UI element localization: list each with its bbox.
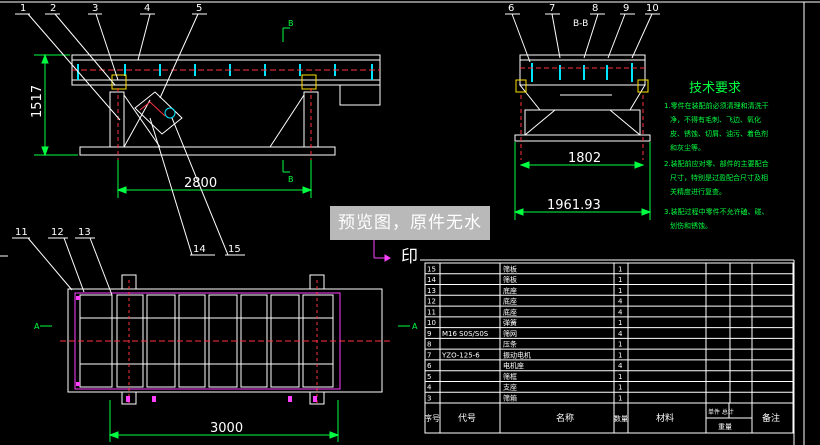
bom-header-code: 代号 xyxy=(458,413,476,424)
balloon-8: 8 xyxy=(592,3,598,14)
balloon-10: 10 xyxy=(646,3,659,14)
bom-cell-qty: 1 xyxy=(618,341,622,349)
balloon-12: 12 xyxy=(51,227,64,238)
bom-cell-code: M16 S0S/S0S xyxy=(442,330,489,338)
dim-width-side-total: 1961.93 xyxy=(547,198,601,213)
bom-cell-qty: 1 xyxy=(618,384,622,392)
dim-width-front: 2800 xyxy=(184,176,217,191)
plan-view xyxy=(40,274,410,442)
balloon-labels: 1 2 3 4 5 6 7 8 9 10 11 12 13 14 15 xyxy=(15,3,659,255)
bom-cell-qty: 1 xyxy=(618,395,622,403)
bom-cell-no: 5 xyxy=(427,373,431,381)
bom-cell-no: 14 xyxy=(427,276,436,284)
bom-cell-qty: 1 xyxy=(618,276,622,284)
tech-req-line: 3.装配过程中零件不允许磕、碰、 xyxy=(664,207,769,216)
bom-cell-name: 电机座 xyxy=(503,361,524,370)
bom-header-note: 备注 xyxy=(762,412,780,424)
tech-req-line: 和灰尘等。 xyxy=(670,143,705,152)
bom-cell-qty: 1 xyxy=(618,319,622,327)
bom-cell-name: 筛板 xyxy=(503,275,517,284)
dim-width-side: 1802 xyxy=(568,151,601,166)
bom-header-weight-label: 重量 xyxy=(718,423,732,431)
bom-cell-no: 9 xyxy=(427,330,431,338)
dim-height: 1517 xyxy=(30,85,45,118)
bom-cell-name: 压条 xyxy=(503,340,517,349)
bom-cell-no: 4 xyxy=(427,384,432,392)
bom-cell-name: 筛框 xyxy=(503,372,517,381)
balloon-15: 15 xyxy=(228,244,241,255)
bom-cell-qty: 4 xyxy=(618,308,623,316)
bom-cell-no: 10 xyxy=(427,319,436,327)
bom-cell-name: 筛网 xyxy=(503,329,517,338)
ucs-icon xyxy=(373,240,391,262)
bom-cell-name: 底座 xyxy=(503,286,517,295)
section-b-top: B xyxy=(288,19,294,28)
side-view xyxy=(513,54,652,220)
bom-cell-qty: 4 xyxy=(618,298,623,306)
bom-header-material: 材料 xyxy=(656,412,674,424)
bom-cell-no: 3 xyxy=(427,395,431,403)
bom-cell-no: 13 xyxy=(427,287,436,295)
balloon-1: 1 xyxy=(20,3,26,14)
balloon-5: 5 xyxy=(196,3,202,14)
tech-req-line: 划伤和锈蚀。 xyxy=(670,221,712,230)
bom-cell-name: 底座 xyxy=(503,297,517,306)
section-bb-label: B-B xyxy=(573,19,588,29)
preview-watermark: 预览图，原件无水印 xyxy=(330,206,490,267)
tech-req-line: 1.零件在装配前必须清理和清洗干 xyxy=(664,101,769,110)
bom-cell-qty: 1 xyxy=(618,287,622,295)
dim-length-plan: 3000 xyxy=(210,421,243,436)
bom-header-name: 名称 xyxy=(556,412,574,424)
bom-cell-no: 6 xyxy=(427,362,432,370)
bom-header-weight: 单件 总计 xyxy=(708,408,734,416)
bom-header-no: 序号 xyxy=(424,413,440,423)
tech-req-line: 净，不得有毛刺、飞边、氧化 xyxy=(670,115,761,124)
bom-cell-name: 底座 xyxy=(503,307,517,316)
balloon-7: 7 xyxy=(549,3,555,14)
bom-header-qty: 数量 xyxy=(614,414,628,423)
bom-cell-name: 筛箱 xyxy=(503,394,517,403)
bom-cell-no: 8 xyxy=(427,341,431,349)
balloon-14: 14 xyxy=(193,244,206,255)
balloon-4: 4 xyxy=(144,3,150,14)
tech-req-line: 皮、锈蚀、切屑、油污、着色剂 xyxy=(670,129,768,138)
section-b-bottom: B xyxy=(288,175,294,184)
section-a-left: A xyxy=(34,322,40,331)
bom-cell-qty: 1 xyxy=(618,351,622,359)
bom-cell-name: 支座 xyxy=(503,383,517,392)
bom-cell-qty: 1 xyxy=(618,265,622,273)
balloon-13: 13 xyxy=(78,227,91,238)
balloon-6: 6 xyxy=(508,3,514,14)
bom-cell-no: 15 xyxy=(427,265,436,273)
balloon-11: 11 xyxy=(15,227,28,238)
bom-cell-no: 11 xyxy=(427,308,436,316)
balloon-9: 9 xyxy=(623,3,629,14)
tech-req-line: 关精度进行复查。 xyxy=(670,187,726,196)
bom-cell-name: 弹簧 xyxy=(503,318,517,327)
section-a-right: A xyxy=(412,322,418,331)
balloon-3: 3 xyxy=(92,3,98,14)
tech-req-line: 2.装配前应对零、部件的主要配合 xyxy=(664,159,769,168)
bom-cell-qty: 1 xyxy=(618,373,622,381)
bom-cell-no: 7 xyxy=(427,351,431,359)
technical-requirements: 技术要求 1.零件在装配前必须清理和清洗干 净，不得有毛刺、飞边、氧化 皮、锈蚀… xyxy=(664,81,769,230)
bom-cell-name: 筛板 xyxy=(503,264,517,273)
bom-cell-code: YZO-125-6 xyxy=(441,351,480,359)
balloon-2: 2 xyxy=(50,3,56,14)
bom-cell-no: 12 xyxy=(427,298,436,306)
bom-cell-qty: 4 xyxy=(618,330,623,338)
bom-cell-name: 振动电机 xyxy=(503,350,531,359)
bom-cell-qty: 4 xyxy=(618,362,623,370)
tech-req-line: 尺寸，特别是过盈配合尺寸及相 xyxy=(670,173,768,182)
front-view xyxy=(34,27,381,198)
leader-lines xyxy=(12,13,660,296)
tech-req-title: 技术要求 xyxy=(689,81,741,96)
